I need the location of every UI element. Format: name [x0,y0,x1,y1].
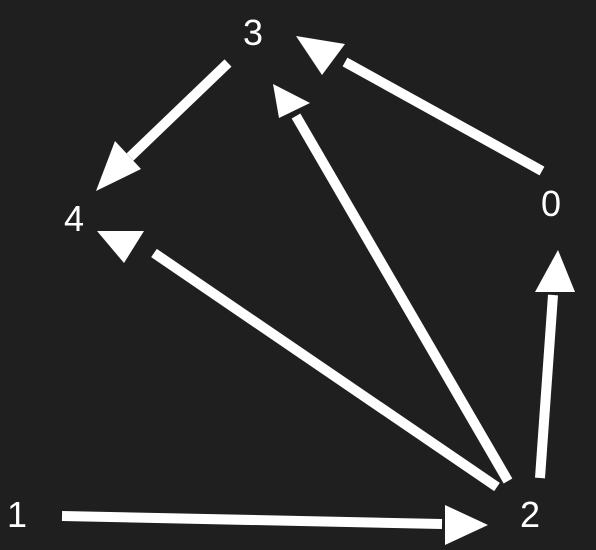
nodes-layer: 0 1 2 3 4 [7,12,561,535]
node-4-label: 4 [64,198,84,239]
edge-2-to-4 [97,231,500,492]
edge-1-to-2 [61,505,488,545]
edge-3-to-4 [96,59,232,191]
node-0-label: 0 [541,183,561,224]
edges-layer [61,36,575,545]
node-3-label: 3 [243,12,263,53]
edge-0-to-3 [296,36,545,176]
edge-2-to-0 [535,250,575,479]
node-2-label: 2 [520,494,540,535]
edge-2-to-3 [273,84,513,484]
node-1-label: 1 [7,494,27,535]
